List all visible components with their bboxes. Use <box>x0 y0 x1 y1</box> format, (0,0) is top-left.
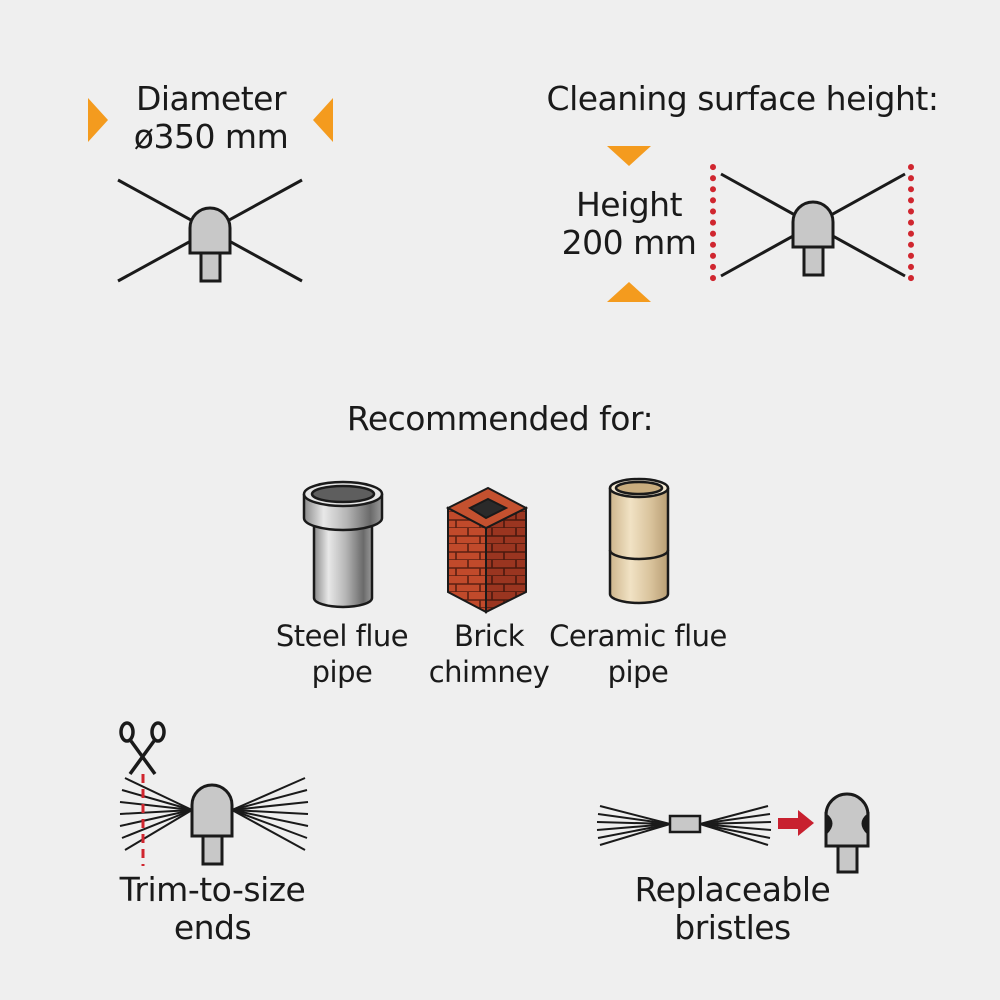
arrow-down-orange-icon <box>607 146 651 166</box>
arrow-left-orange-icon <box>313 98 333 142</box>
arrow-right-orange-icon <box>88 98 108 142</box>
trim-to-size-label: Trim-to-size ends <box>100 871 325 947</box>
cleaning-surface-height-title: Cleaning surface height: <box>546 79 939 118</box>
diameter-label-line1: Diameter <box>135 79 287 118</box>
steel-pipe-label: Steel flue pipe <box>262 618 422 690</box>
diameter-label: Diameter ø350 mm <box>111 80 311 156</box>
height-label: Height 200 mm <box>540 186 718 262</box>
brick-chimney-label: Brick chimney <box>417 618 561 690</box>
steel-pipe-icon <box>302 480 384 609</box>
ceramic-pipe-label: Ceramic flue pipe <box>548 618 728 690</box>
steel-pipe-label-line1: Steel flue <box>275 619 409 653</box>
diameter-value: ø350 mm <box>133 117 289 156</box>
recommended-title: Recommended for: <box>346 399 654 438</box>
brick-chimney-icon <box>445 486 529 614</box>
brick-chimney-label-line1: Brick <box>453 619 525 653</box>
trim-to-size-label-line1: Trim-to-size <box>119 870 306 909</box>
replaceable-bristles-label-line2: bristles <box>674 908 791 947</box>
brush-fan-bristles-icon <box>119 774 309 866</box>
brush-head-dotted-bounds-icon <box>710 164 914 290</box>
ceramic-pipe-label-line2: pipe <box>607 655 669 689</box>
ceramic-pipe-icon <box>608 477 670 605</box>
brush-head-x-bristles-icon <box>117 178 303 283</box>
replaceable-bristles-label-line1: Replaceable <box>634 870 831 909</box>
height-label-line1: Height <box>575 185 683 224</box>
height-value: 200 mm <box>561 223 697 262</box>
ceramic-pipe-label-line1: Ceramic flue <box>549 619 727 653</box>
brush-head-slot-icon <box>824 792 870 874</box>
arrow-up-orange-icon <box>607 282 651 302</box>
steel-pipe-label-line2: pipe <box>311 655 373 689</box>
trim-to-size-label-line2: ends <box>173 908 252 947</box>
arrow-right-red-icon <box>778 810 814 836</box>
scissors-icon <box>119 721 166 776</box>
brick-chimney-label-line2: chimney <box>428 655 550 689</box>
bristle-insert-icon <box>596 805 772 846</box>
replaceable-bristles-label: Replaceable bristles <box>620 871 845 947</box>
